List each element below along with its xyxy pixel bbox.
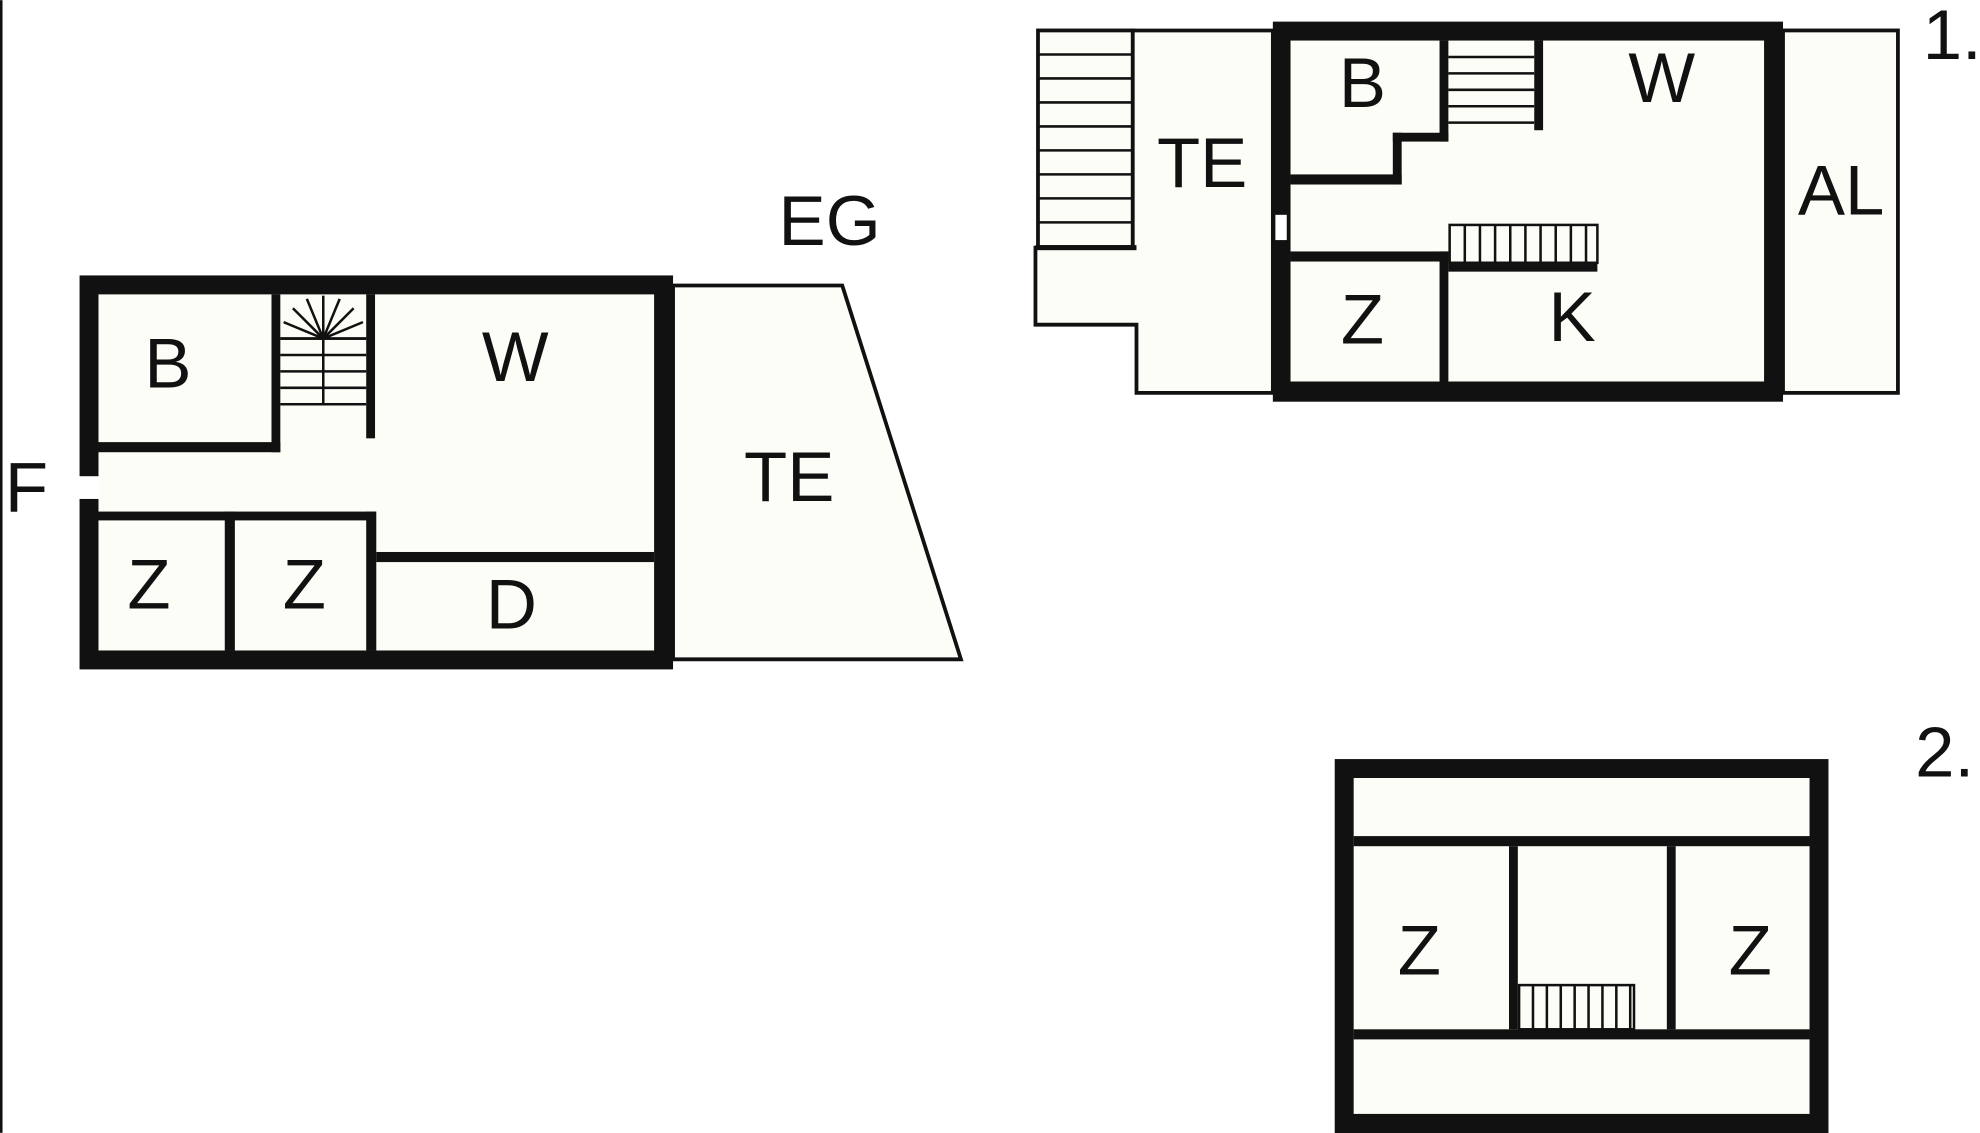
stair-step xyxy=(322,307,355,340)
wall xyxy=(1392,132,1449,142)
room-label-bed1: Z xyxy=(1398,911,1441,990)
room-label-kitchen: K xyxy=(1549,277,1596,356)
stair-step xyxy=(322,298,341,340)
stair-step xyxy=(283,320,324,340)
wall xyxy=(366,511,377,651)
wall xyxy=(1290,174,1402,185)
wall xyxy=(1290,251,1449,262)
floor-title-1: 1. xyxy=(1923,0,1980,74)
wall xyxy=(271,294,281,453)
floor-title-eg: EG xyxy=(779,181,881,260)
room-label-bed2: Z xyxy=(283,545,326,624)
wall xyxy=(1439,40,1449,142)
wall xyxy=(1666,846,1676,1030)
floor-plan-1: B W TE AL Z K 1. xyxy=(1033,0,1980,402)
wall xyxy=(1353,1029,1810,1040)
wall xyxy=(1392,132,1402,185)
left-border-line xyxy=(0,0,3,1133)
outdoor-stair xyxy=(1036,28,1135,250)
wall xyxy=(224,511,235,651)
room-label-bed: Z xyxy=(1341,279,1384,358)
room-label-bath: B xyxy=(144,324,191,403)
wall xyxy=(1448,261,1598,272)
wall xyxy=(1508,846,1518,1030)
entrance-door-eg xyxy=(78,476,100,499)
door-1 xyxy=(1275,214,1287,241)
wall xyxy=(1353,836,1810,847)
room-label-terrace: TE xyxy=(744,437,834,516)
floor-plan-2: Z Z 2. xyxy=(1334,712,1974,1133)
floor-plan-eg: B W Z Z D TE EG F xyxy=(5,181,964,670)
room-label-terrace: TE xyxy=(1157,123,1247,202)
wall xyxy=(366,294,376,439)
wall xyxy=(376,551,655,563)
stair-step xyxy=(305,298,325,340)
floor-title-2: 2. xyxy=(1915,712,1974,791)
stair-2 xyxy=(1517,983,1636,1031)
entrance-label: F xyxy=(5,447,48,526)
room-label-balcony: AL xyxy=(1798,151,1884,230)
wall xyxy=(98,511,376,521)
room-label-living: W xyxy=(1628,38,1695,117)
stair-step xyxy=(292,307,325,340)
wall xyxy=(1534,40,1544,131)
wall xyxy=(1439,251,1449,382)
wall xyxy=(98,442,281,453)
stair-1-up xyxy=(1448,55,1535,124)
room-label-living: W xyxy=(482,317,549,396)
stair-step xyxy=(322,320,364,340)
stair-eg xyxy=(280,295,367,406)
room-label-bed2: Z xyxy=(1729,911,1772,990)
room-label-bed1: Z xyxy=(127,545,170,624)
room-label-shower: D xyxy=(486,565,537,644)
stair-1-down xyxy=(1448,223,1599,265)
room-label-bath: B xyxy=(1339,43,1386,122)
